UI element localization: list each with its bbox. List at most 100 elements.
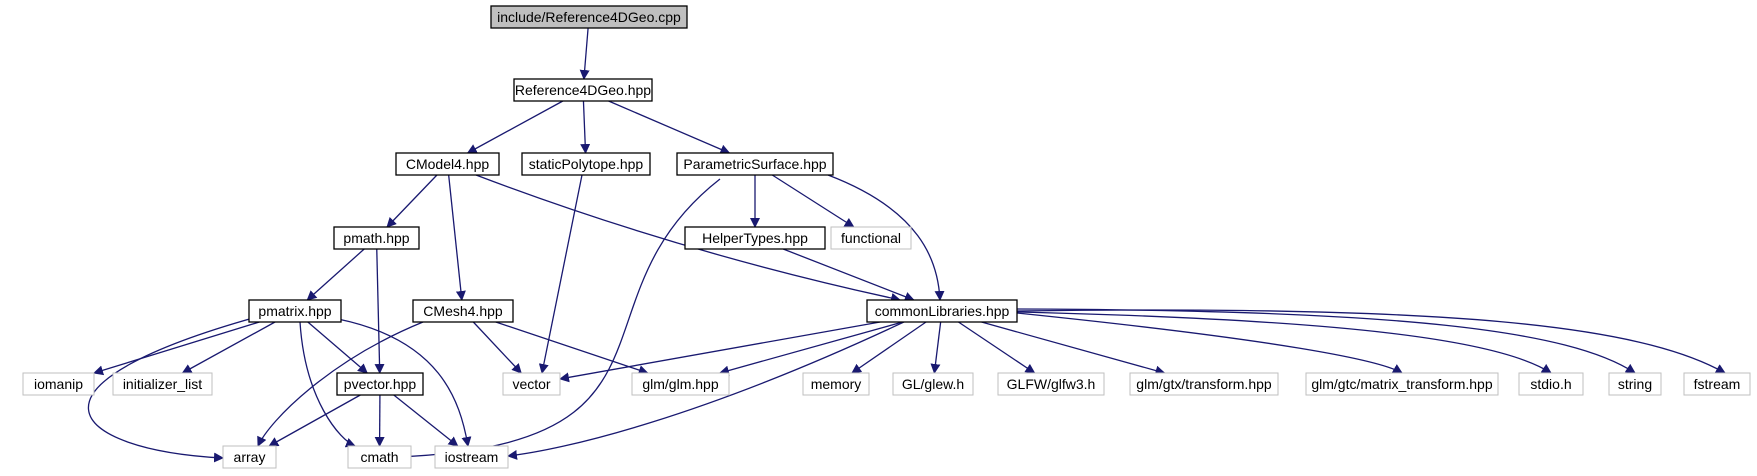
node-box (866, 299, 1018, 323)
node-pvector[interactable]: pvector.hpp (336, 372, 424, 396)
edge-common-to-gtxtrans (981, 321, 1166, 376)
node-label: GL/glew.h (902, 376, 964, 392)
node-label: iomanip (34, 376, 83, 392)
edge-cmodel-to-pmath (386, 174, 438, 228)
node-array: array (222, 445, 277, 469)
edge-pmatrix-to-pvector (307, 321, 368, 374)
node-param[interactable]: ParametricSurface.hpp (676, 152, 834, 176)
edge-common-to-stdio (1016, 311, 1552, 374)
node-box (631, 372, 730, 396)
node-staticpoly[interactable]: staticPolytope.hpp (521, 152, 651, 176)
edge-common-to-iostream (507, 311, 926, 460)
node-box (22, 372, 95, 396)
node-memory: memory (802, 372, 870, 396)
node-label: glm/glm.hpp (642, 376, 718, 392)
edge-root-to-ref (579, 27, 590, 80)
node-stdio: stdio.h (1518, 372, 1584, 396)
edge-pvector-to-iostream (393, 394, 459, 447)
node-box (434, 445, 509, 469)
edge-common-to-string (1016, 308, 1636, 374)
node-box (1129, 372, 1279, 396)
node-common[interactable]: commonLibraries.hpp (866, 299, 1018, 323)
node-pmatrix[interactable]: pmatrix.hpp (248, 299, 342, 323)
node-box (112, 372, 213, 396)
node-box (1683, 372, 1751, 396)
edge-helper-to-common (782, 248, 915, 302)
node-initlist: initializer_list (112, 372, 213, 396)
node-iostream: iostream (434, 445, 509, 469)
edge-ref-to-param (608, 100, 731, 155)
node-box (347, 445, 412, 469)
node-label: stdio.h (1530, 376, 1571, 392)
node-label: CModel4.hpp (406, 156, 489, 172)
node-glfw: GLFW/glfw3.h (997, 372, 1105, 396)
node-box (490, 5, 688, 29)
node-label: string (1618, 376, 1652, 392)
node-box (676, 152, 834, 176)
node-label: GLFW/glfw3.h (1007, 376, 1096, 392)
node-root: include/Reference4DGeo.cpp (490, 5, 688, 29)
node-ref[interactable]: Reference4DGeo.hpp (513, 78, 653, 102)
node-box (684, 226, 826, 250)
edge-pmatrix-to-cmath (299, 321, 356, 448)
edge-pmatrix-to-initlist (181, 321, 276, 374)
node-box (802, 372, 870, 396)
node-box (395, 152, 500, 176)
node-string: string (1608, 372, 1662, 396)
node-box (336, 372, 424, 396)
edge-common-to-fstream (1016, 309, 1726, 374)
edge-common-to-glfw (958, 321, 1036, 374)
node-functional: functional (830, 226, 912, 250)
node-box (997, 372, 1105, 396)
node-box (1608, 372, 1662, 396)
edge-pmatrix-to-iostream (337, 318, 472, 447)
node-cmesh[interactable]: CMesh4.hpp (412, 299, 514, 323)
node-label: include/Reference4DGeo.cpp (497, 9, 681, 25)
node-glm: glm/glm.hpp (631, 372, 730, 396)
node-cmodel[interactable]: CModel4.hpp (395, 152, 500, 176)
node-label: glm/gtc/matrix_transform.hpp (1311, 376, 1492, 392)
edge-cmesh-to-vector (472, 321, 522, 374)
node-box (502, 372, 561, 396)
edge-pmath-to-pmatrix (306, 248, 365, 301)
node-label: initializer_list (123, 376, 202, 392)
node-label: glm/gtx/transform.hpp (1136, 376, 1272, 392)
node-fstream: fstream (1683, 372, 1751, 396)
node-box (222, 445, 277, 469)
edge-param-to-cmath (395, 178, 721, 462)
node-box (513, 78, 653, 102)
node-label: functional (841, 230, 901, 246)
edge-common-to-gtcmat (1016, 312, 1403, 374)
edges-layer (87, 27, 1726, 463)
node-label: pmath.hpp (343, 230, 409, 246)
edge-param-to-functional (771, 174, 855, 228)
node-cmath: cmath (347, 445, 412, 469)
edge-common-to-vector (559, 321, 881, 383)
node-glew: GL/glew.h (892, 372, 974, 396)
node-label: ParametricSurface.hpp (683, 156, 826, 172)
node-label: fstream (1694, 376, 1741, 392)
node-label: HelperTypes.hpp (702, 230, 808, 246)
node-box (892, 372, 974, 396)
node-gtxtrans: glm/gtx/transform.hpp (1129, 372, 1279, 396)
node-label: Reference4DGeo.hpp (515, 82, 651, 98)
node-box (248, 299, 342, 323)
node-helper[interactable]: HelperTypes.hpp (684, 226, 826, 250)
node-label: cmath (360, 449, 398, 465)
node-label: iostream (445, 449, 499, 465)
node-pmath[interactable]: pmath.hpp (333, 226, 420, 250)
node-box (1518, 372, 1584, 396)
edge-staticpoly-to-vector (538, 174, 583, 374)
node-label: array (234, 449, 266, 465)
node-label: CMesh4.hpp (423, 303, 503, 319)
edge-ref-to-cmodel (466, 100, 564, 154)
node-iomanip: iomanip (22, 372, 95, 396)
edge-param-to-common (827, 174, 945, 301)
node-box (521, 152, 651, 176)
edge-pmatrix-to-array (87, 311, 276, 463)
node-box (412, 299, 514, 323)
node-box (830, 226, 912, 250)
node-vector: vector (502, 372, 561, 396)
nodes-layer: include/Reference4DGeo.cppReference4DGeo… (22, 5, 1751, 469)
